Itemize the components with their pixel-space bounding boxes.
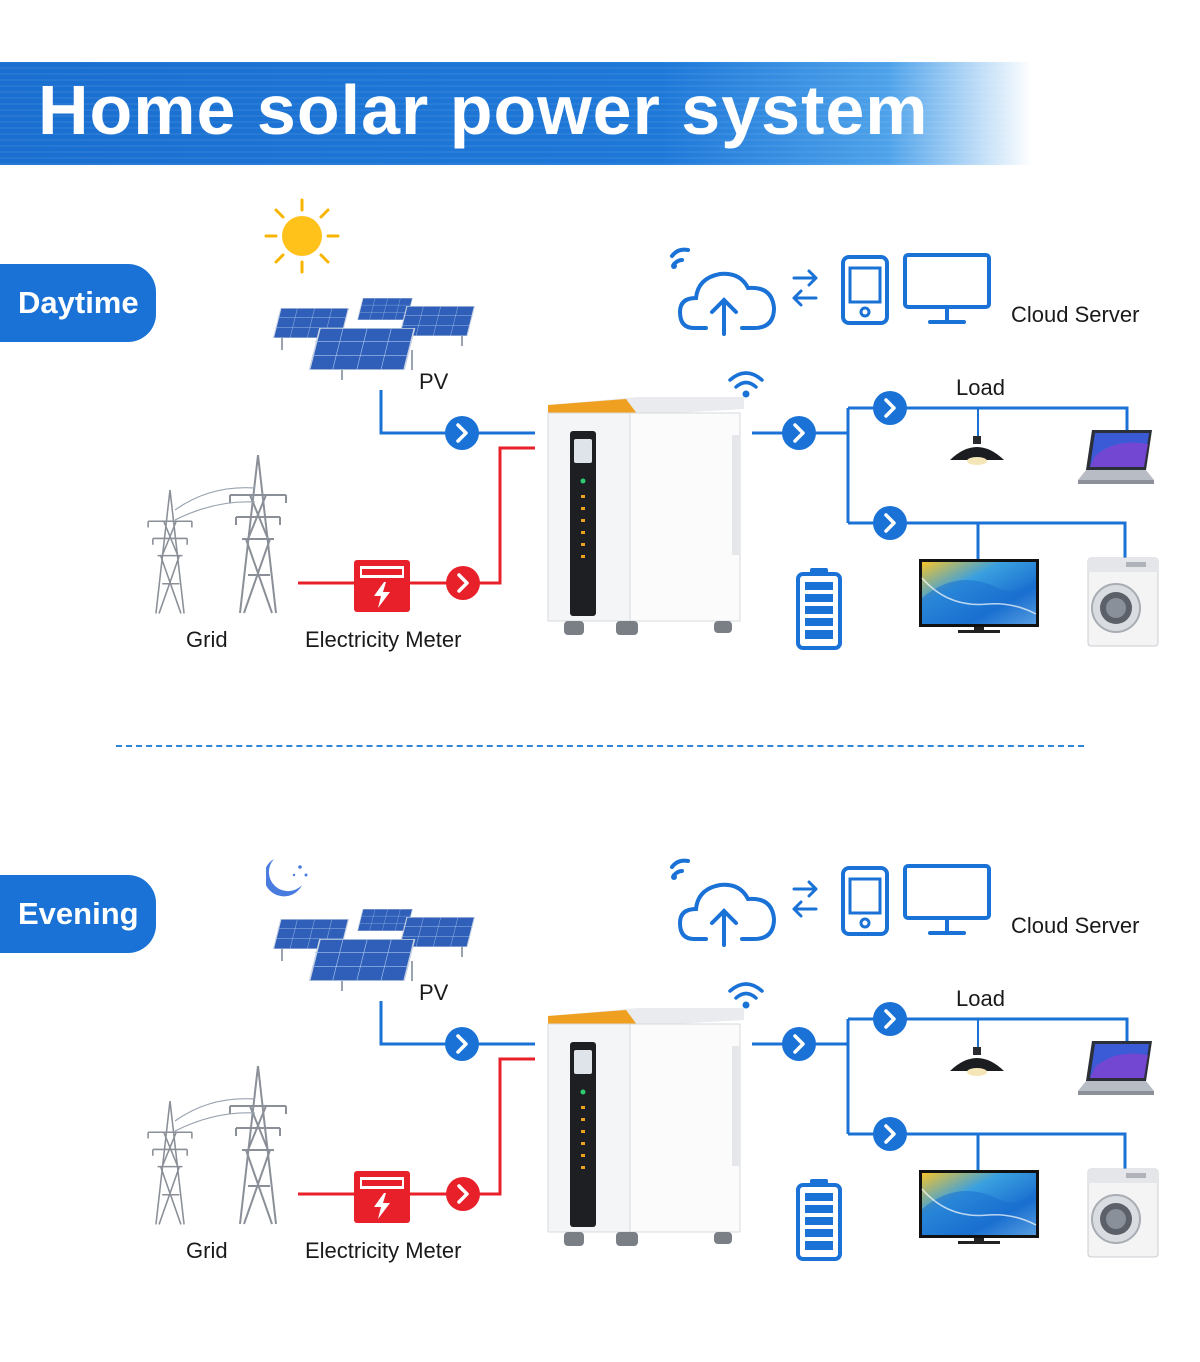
electricity-meter-icon bbox=[354, 1171, 410, 1223]
meter-label: Electricity Meter bbox=[305, 627, 462, 652]
phone-icon bbox=[841, 866, 889, 936]
pv-label: PV bbox=[419, 980, 449, 1005]
tv-icon bbox=[919, 1170, 1039, 1244]
pendant-lamp-icon bbox=[950, 1047, 1004, 1076]
storage-inverter-unit bbox=[547, 1008, 744, 1246]
pv-flow-arrow-icon bbox=[444, 1026, 480, 1062]
output-flow-arrow-icon bbox=[781, 1026, 817, 1062]
moon-icon bbox=[263, 831, 346, 911]
solar-panels-icon bbox=[272, 909, 476, 991]
cloud-upload-icon bbox=[670, 247, 777, 336]
scene-tab: Daytime bbox=[0, 264, 156, 342]
cloud-server-label: Cloud Server bbox=[1011, 913, 1140, 938]
wifi-icon bbox=[728, 982, 764, 1009]
sync-arrows-icon bbox=[792, 880, 818, 918]
section-divider bbox=[116, 745, 1084, 747]
battery-icon bbox=[796, 1179, 842, 1261]
appliance-flow-arrow-icon bbox=[872, 505, 908, 541]
load-label: Load bbox=[956, 375, 1005, 400]
load-flow-arrow-icon bbox=[872, 1001, 908, 1037]
phone-icon bbox=[841, 255, 889, 325]
header-banner bbox=[0, 62, 1200, 165]
sun-icon bbox=[262, 196, 342, 276]
grid-label: Grid bbox=[186, 1238, 228, 1263]
power-cables bbox=[174, 1098, 256, 1132]
pendant-lamp-icon bbox=[950, 436, 1004, 465]
scene-tab-label: Evening bbox=[18, 896, 139, 931]
laptop-icon bbox=[1078, 1041, 1154, 1095]
pv-flow-arrow-icon bbox=[444, 415, 480, 451]
page-title: Home solar power system bbox=[38, 71, 929, 149]
tv-icon bbox=[919, 559, 1039, 633]
power-tower-large-icon bbox=[228, 455, 288, 615]
sun-icon bbox=[264, 198, 340, 274]
laptop-icon bbox=[1078, 430, 1154, 484]
power-cables bbox=[174, 487, 256, 521]
output-flow-arrow-icon bbox=[781, 415, 817, 451]
scene-tab: Evening bbox=[0, 875, 156, 953]
storage-inverter-unit bbox=[547, 397, 744, 635]
washing-machine-icon bbox=[1087, 557, 1159, 647]
battery-icon bbox=[796, 568, 842, 650]
scene-tab-label: Daytime bbox=[18, 285, 139, 320]
sync-arrows-icon bbox=[792, 269, 818, 307]
pv-label: PV bbox=[419, 369, 449, 394]
cloud-server-label: Cloud Server bbox=[1011, 302, 1140, 327]
grid-flow-arrow-icon bbox=[445, 1176, 481, 1212]
evening-scene: Evening PV Grid bbox=[0, 801, 1200, 1301]
moon-icon bbox=[263, 859, 308, 897]
cloud-upload-icon bbox=[670, 858, 777, 947]
washing-machine-icon bbox=[1087, 1168, 1159, 1258]
grid-label: Grid bbox=[186, 627, 228, 652]
wifi-icon bbox=[728, 371, 764, 398]
power-tower-large-icon bbox=[228, 1066, 288, 1226]
electricity-meter-icon bbox=[354, 560, 410, 612]
monitor-icon bbox=[903, 864, 991, 935]
appliance-flow-arrow-icon bbox=[872, 1116, 908, 1152]
grid-flow-arrow-icon bbox=[445, 565, 481, 601]
solar-panels-icon bbox=[272, 298, 476, 380]
load-label: Load bbox=[956, 986, 1005, 1011]
daytime-scene: Daytime PV Grid bbox=[0, 190, 1200, 690]
meter-label: Electricity Meter bbox=[305, 1238, 462, 1263]
load-flow-arrow-icon bbox=[872, 390, 908, 426]
monitor-icon bbox=[903, 253, 991, 324]
